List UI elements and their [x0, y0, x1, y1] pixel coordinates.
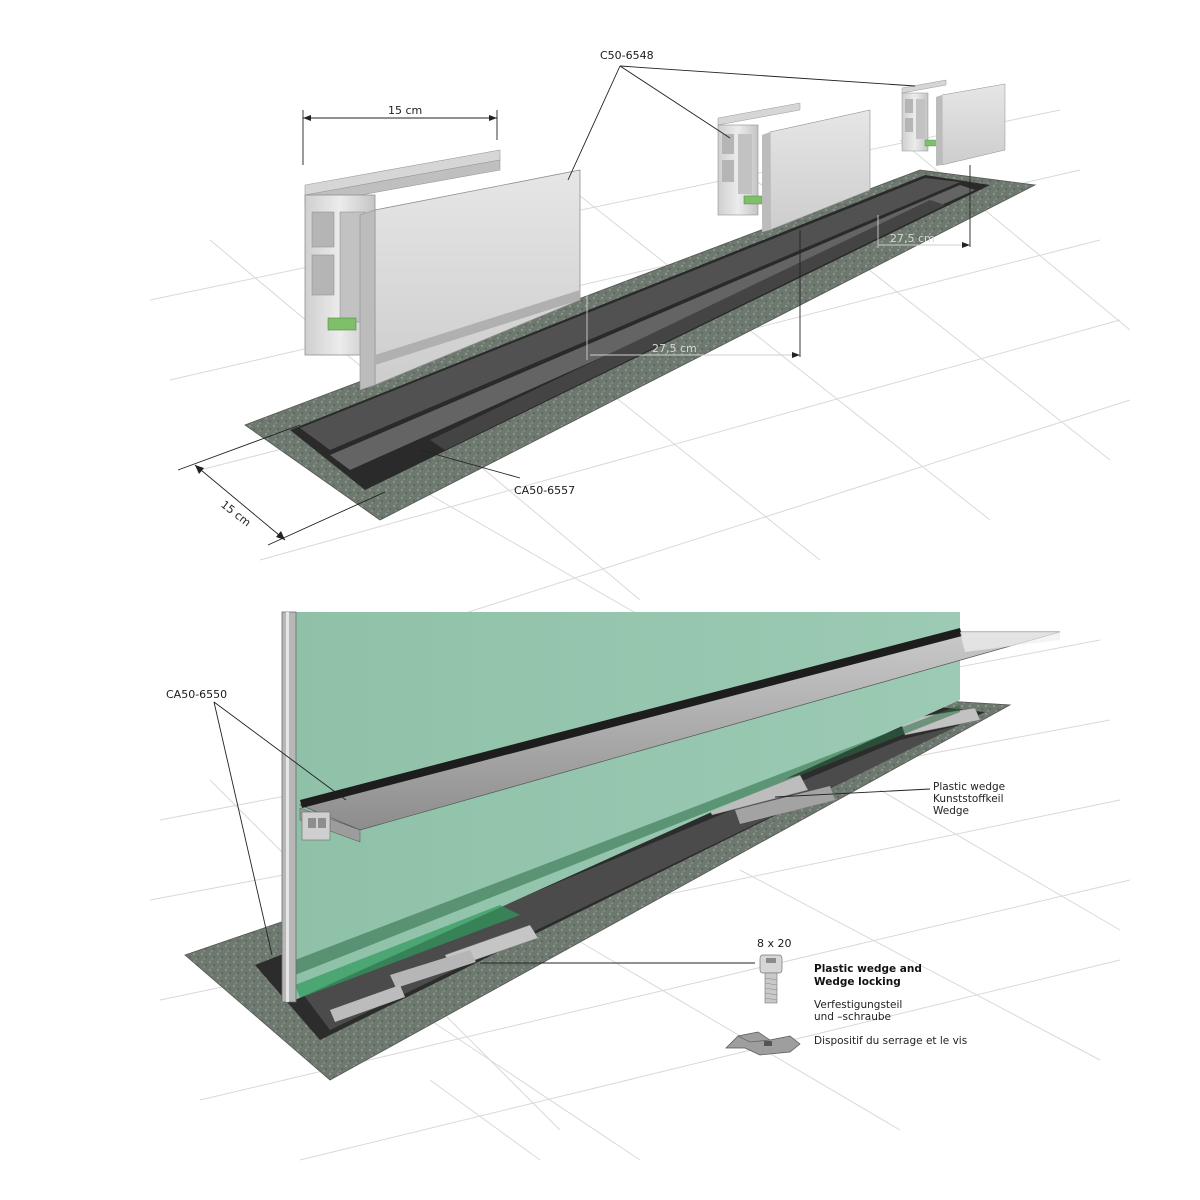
width-side-label: 15 cm — [218, 498, 253, 529]
top-figure: C50-6548 15 cm 27,5 cm 27,5 cm 15 cm CA5… — [149, 49, 1131, 651]
bolt-size-label: 8 x 20 — [757, 937, 792, 950]
locking-fr-label: Dispositif du serrage et le vis — [814, 1035, 967, 1047]
wedge-clamps-in-channel — [330, 707, 981, 1022]
middle-profile — [717, 102, 871, 232]
spacing-mid-label: 27,5 cm — [652, 342, 697, 355]
large-profile — [304, 149, 581, 391]
width-top-label: 15 cm — [388, 104, 422, 117]
spacing-right-label: 27,5 cm — [890, 232, 935, 245]
wedge-clip-icon — [725, 1031, 801, 1056]
locking-en-line2: Wedge locking — [814, 976, 901, 988]
wedge-fr-label: Wedge — [933, 805, 969, 817]
locking-de-line2: und –schraube — [814, 1011, 891, 1023]
bottom-figure: CA50-6550 Plastic wedge Kunststoffkeil W… — [149, 611, 1131, 1161]
wedge-de-label: Kunststoffkeil — [933, 793, 1004, 805]
cover-profile — [298, 628, 1061, 843]
channel-code-label: CA50-6557 — [514, 484, 575, 497]
bolt-icon — [759, 954, 783, 1004]
far-profile — [901, 79, 1006, 166]
profile-code-label: C50-6548 — [600, 49, 654, 62]
locking-de-line1: Verfestigungsteil — [814, 999, 902, 1011]
locking-en-line1: Plastic wedge and — [814, 963, 922, 975]
wedge-en-label: Plastic wedge — [933, 781, 1005, 793]
cover-code-label: CA50-6550 — [166, 688, 227, 701]
